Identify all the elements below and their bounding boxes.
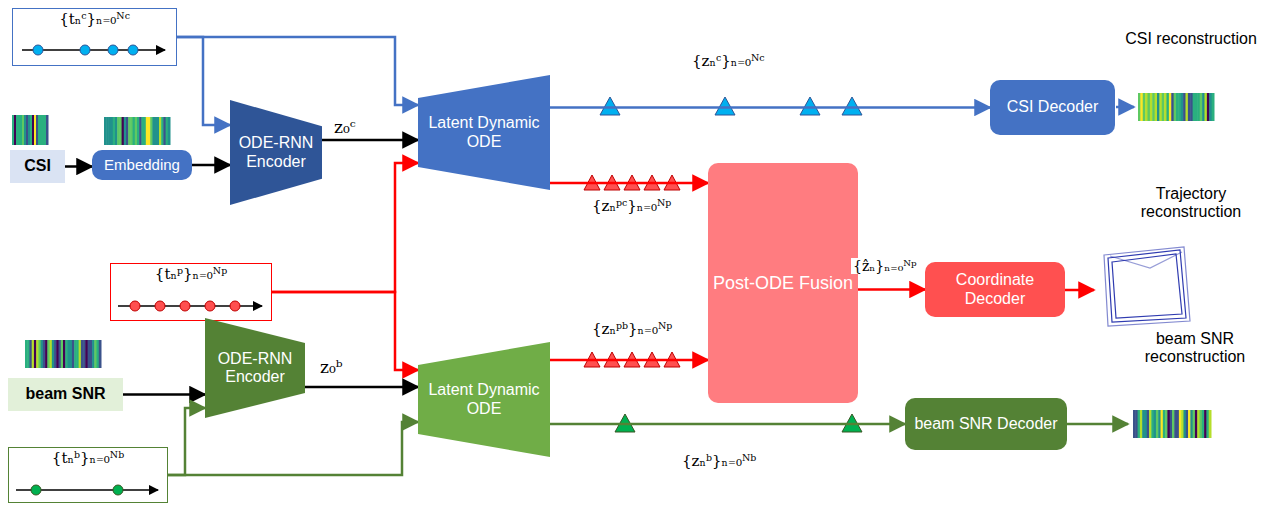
connector [858, 288, 925, 291]
heatmap-stripe [46, 115, 49, 145]
heatmap-group [12, 93, 1215, 438]
node-text: CSI Decoder [1003, 96, 1103, 118]
connector [177, 37, 418, 105]
connector [192, 164, 230, 167]
node-text: ODE-RNN Encoder [231, 132, 322, 173]
decoder-box: beam SNR Decoder [905, 398, 1067, 450]
latent-label: {zₙᵖᶜ}ₙ₌₀ᴺᵖ [590, 197, 673, 215]
timeline-p [118, 301, 262, 311]
output-caption: CSI reconstruction [1118, 30, 1264, 48]
node-text: {tₙᶜ}ₙ₌₀ᴺᶜ [55, 9, 134, 30]
latent-markers [584, 97, 862, 432]
ode-trapezoid: Latent Dynamic ODE [418, 75, 550, 190]
embedding-box: Embedding [92, 150, 192, 180]
node-text: ODE-RNN Encoder [206, 348, 304, 389]
timeline-b [16, 485, 158, 495]
connector [123, 393, 205, 396]
input-label-box: CSI [10, 150, 65, 183]
node-text: {tₙᵖ}ₙ₌₀ᴺᵖ [151, 264, 231, 285]
connector [168, 422, 418, 475]
latent-label: z₀ᶜ [332, 117, 358, 137]
connector [550, 182, 708, 185]
node-text: beam SNR [21, 383, 109, 405]
output-arrow [1061, 423, 1128, 426]
node-text: beam SNR Decoder [910, 413, 1061, 435]
connector [550, 359, 708, 362]
output-arrow [1116, 106, 1134, 109]
trajectory-plot [1104, 247, 1190, 326]
ode-trapezoid: Latent Dynamic ODE [418, 342, 550, 457]
connector [177, 37, 230, 125]
heatmap-stripe [168, 117, 171, 145]
node-text: {tₙᵇ}ₙ₌₀ᴺᵇ [48, 448, 128, 469]
node-text: CSI [20, 155, 55, 177]
latent-label: {zₙᵖᵇ}ₙ₌₀ᴺᵖ [590, 320, 674, 338]
connector [322, 139, 418, 142]
heatmap-stripe [99, 340, 102, 368]
output-caption: beam SNR reconstruction [1128, 330, 1262, 366]
connector [550, 106, 990, 109]
fusion-box: Post-ODE Fusion [708, 163, 858, 403]
connector [550, 423, 905, 426]
time-grid-box: {tₙᵇ}ₙ₌₀ᴺᵇ [8, 447, 168, 503]
node-text: Coordinate Decoder [925, 269, 1065, 310]
latent-label: z₀ᵇ [318, 357, 345, 377]
time-grid-box: {tₙᵖ}ₙ₌₀ᴺᵖ [110, 263, 272, 321]
connector [305, 386, 418, 389]
node-text: Latent Dynamic ODE [421, 379, 548, 420]
decoder-box: Coordinate Decoder [925, 262, 1065, 317]
connector [65, 165, 92, 168]
timeline-c [22, 45, 165, 55]
heatmap-stripe [1209, 410, 1212, 438]
node-text: Latent Dynamic ODE [421, 112, 548, 153]
latent-label: {zₙᵇ}ₙ₌₀ᴺᵇ [680, 452, 758, 470]
encoder-trapezoid: ODE-RNN Encoder [230, 100, 322, 205]
heatmap-stripe [1212, 93, 1215, 121]
encoder-trapezoid: ODE-RNN Encoder [205, 318, 305, 418]
decoder-box: CSI Decoder [990, 80, 1115, 135]
connector [168, 408, 205, 475]
time-grid-box: {tₙᶜ}ₙ₌₀ᴺᶜ [12, 8, 177, 66]
node-text: Embedding [100, 154, 184, 175]
input-label-box: beam SNR [8, 378, 123, 411]
latent-label: {zₙᶜ}ₙ₌₀ᴺᶜ [690, 52, 767, 70]
output-caption: Trajectory reconstruction [1118, 185, 1264, 221]
node-text: Post-ODE Fusion [709, 271, 857, 296]
latent-label: {ẑₙ}ₙ₌₀ᴺᵖ [851, 258, 919, 274]
